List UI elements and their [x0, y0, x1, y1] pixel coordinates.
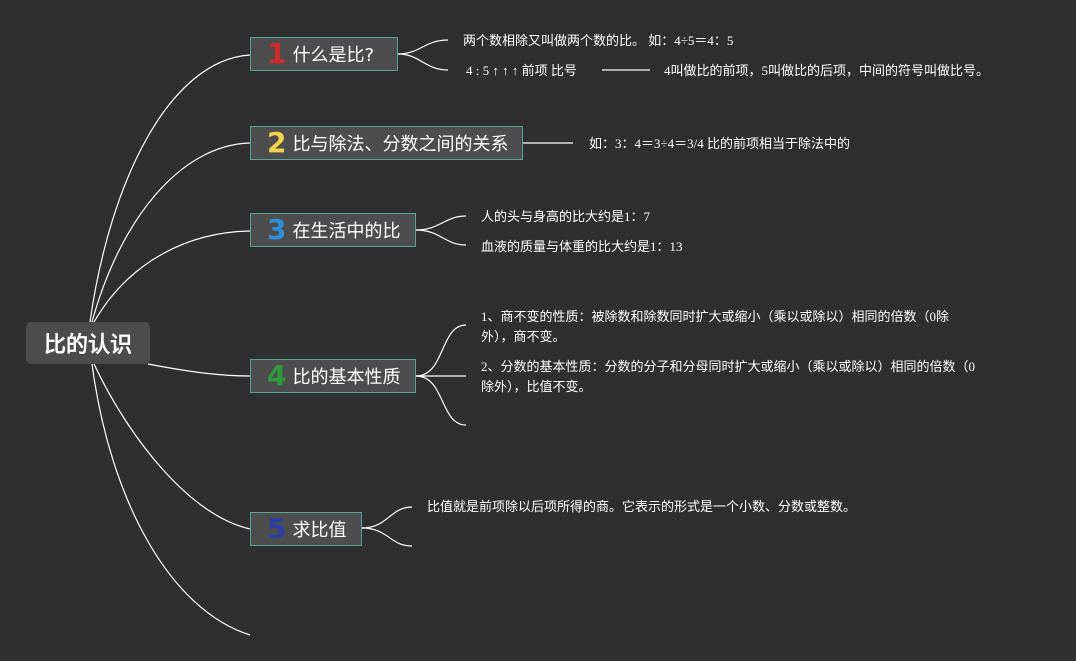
- leaf-3-1: 人的头与身高的比大约是1：7: [481, 209, 651, 224]
- branch-node-4[interactable]: 4 比的基本性质: [250, 359, 416, 393]
- branch-node-2[interactable]: 2 比与除法、分数之间的关系: [250, 126, 523, 160]
- connector-root-branch-2: [91, 142, 251, 323]
- connector-root-branch-5: [93, 363, 251, 530]
- branch-number-2: 2: [267, 126, 287, 159]
- root-label: 比的认识: [43, 333, 132, 358]
- connector-b3-leaf-1: [415, 215, 467, 231]
- connector-b1-leaf-2: [397, 53, 449, 71]
- connector-root-extra: [91, 363, 251, 636]
- branch-label-3: 在生活中的比: [292, 221, 401, 242]
- branch-label-1: 什么是比?: [292, 45, 375, 66]
- connector-b4-leaf-1: [415, 324, 467, 377]
- branch-node-5[interactable]: 5 求比值: [250, 512, 362, 546]
- branch-label-4: 比的基本性质: [292, 367, 401, 388]
- leaf-1-3: 4叫做比的前项，5叫做比的后项，中间的符号叫做比号。: [664, 63, 990, 78]
- leaf-2-1: 如：3：4＝3÷4＝3/4 比的前项相当于除法中的: [589, 136, 850, 151]
- branch-node-3[interactable]: 3 在生活中的比: [250, 213, 416, 247]
- leaf-4-2: 2、分数的基本性质：分数的分子和分母同时扩大或缩小（乘以或除以）相同的倍数（0除…: [481, 359, 976, 394]
- branch-number-1: 1: [267, 37, 287, 70]
- connector-b5-leaf-2: [361, 527, 413, 547]
- branch-node-1[interactable]: 1 什么是比?: [250, 37, 398, 71]
- connector-b4-leaf-3: [415, 375, 467, 426]
- branch-label-5: 求比值: [292, 520, 347, 541]
- leaf-5-1: 比值就是前项除以后项所得的商。它表示的形式是一个小数、分数或整数。: [427, 499, 857, 514]
- leaf-1-2: 4 : 5 ↑ ↑ ↑ 前项 比号: [466, 63, 577, 78]
- root-node[interactable]: 比的认识: [26, 322, 150, 364]
- connector-root-branch-3: [93, 230, 251, 323]
- branch-number-3: 3: [267, 213, 287, 246]
- connector-b1-leaf-1: [397, 39, 449, 55]
- connector-b3-leaf-2: [415, 229, 467, 246]
- connector-root-branch-1: [89, 54, 251, 323]
- leaf-3-2: 血液的质量与体重的比大约是1：13: [481, 239, 683, 254]
- connector-b5-leaf-1: [361, 506, 413, 529]
- connector-root-branch-4: [147, 363, 251, 377]
- branch-label-2: 比与除法、分数之间的关系: [292, 134, 509, 155]
- branch-number-5: 5: [267, 512, 287, 545]
- leaf-4-1: 1、商不变的性质：被除数和除数同时扩大或缩小（乘以或除以）相同的倍数（0除外），…: [481, 309, 950, 344]
- branch-number-4: 4: [267, 359, 287, 392]
- leaf-1-1: 两个数相除又叫做两个数的比。 如：4÷5＝4：5: [463, 33, 734, 48]
